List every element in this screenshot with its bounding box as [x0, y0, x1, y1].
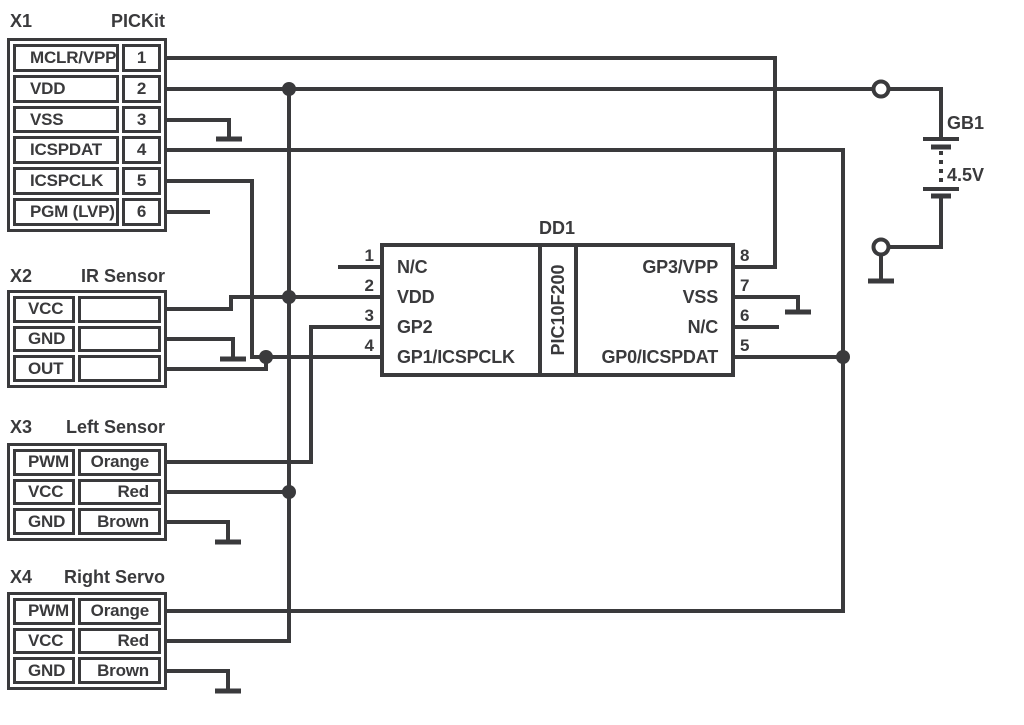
chip-pin-number: 7 — [740, 276, 750, 295]
x1-header: X1 PICKit — [7, 10, 167, 32]
pin-label: VCC — [13, 296, 75, 323]
terminal-circle — [871, 79, 891, 99]
chip-pin-number: 6 — [740, 306, 750, 325]
junction-dot — [836, 350, 850, 364]
connector-row: PWM Orange — [13, 449, 161, 476]
pin-number: 5 — [122, 167, 161, 196]
wire — [164, 87, 291, 643]
pin-number: 6 — [122, 198, 161, 226]
connector-x4: PWM Orange VCC Red GND Brown — [7, 592, 167, 690]
junction-dot — [282, 485, 296, 499]
pin-number: 1 — [122, 44, 161, 72]
junction-dot — [259, 350, 273, 364]
x1-ref: X1 — [10, 11, 33, 31]
x2-header: X2 IR Sensor — [7, 265, 167, 287]
connector-row: OUT — [13, 355, 161, 383]
connector-row: MCLR/VPP 1 — [13, 44, 161, 72]
chip-pin-number: 3 — [364, 306, 374, 325]
x3-title: Left Sensor — [65, 417, 165, 437]
pin-label: VDD — [13, 74, 119, 103]
pin-label: ICSPDAT — [13, 136, 119, 165]
pin-label: GND — [13, 508, 75, 536]
connector-row: ICSPCLK 5 — [13, 167, 161, 196]
pin-label: PWM — [13, 598, 75, 625]
chip-pin-label: GP3/VPP — [642, 257, 718, 277]
pin-value — [78, 355, 161, 383]
connector-row: PGM (LVP) 6 — [13, 198, 161, 226]
wire-color: Brown — [78, 657, 161, 685]
pin-number: 2 — [122, 74, 161, 103]
chip-right-section: GP3/VPP VSS N/C GP0/ICSPDAT — [578, 247, 731, 373]
pin-label: GND — [13, 657, 75, 685]
chip-pin-label: GP2 — [397, 317, 433, 337]
pin-label: VCC — [13, 478, 75, 506]
pin-number: 3 — [122, 105, 161, 134]
battery-ref: GB1 — [947, 113, 985, 133]
junction-dot — [282, 290, 296, 304]
connector-x2: VCC GND OUT — [7, 290, 167, 388]
connector-row: ICSPDAT 4 — [13, 136, 161, 165]
wire-color: Orange — [78, 598, 161, 625]
pin-value — [78, 296, 161, 323]
connector-row: VSS 3 — [13, 105, 161, 134]
pin-label: ICSPCLK — [13, 167, 119, 196]
pin-label: OUT — [13, 355, 75, 383]
wire — [165, 179, 382, 359]
chip-pin-label: VSS — [682, 287, 719, 307]
chip-pin-label: VDD — [397, 287, 435, 307]
pin-number: 4 — [122, 136, 161, 165]
chip-left-section: N/C VDD GP2 GP1/ICSPCLK — [384, 247, 538, 373]
chip-pin-number: 1 — [364, 246, 374, 265]
chip-ref: DD1 — [538, 218, 575, 238]
wire-color: Red — [78, 478, 161, 506]
x2-ref: X2 — [10, 266, 33, 286]
chip-part-band: PIC10F200 — [538, 247, 578, 373]
connector-x1: MCLR/VPP 1 VDD 2 VSS 3 ICSPDAT 4 ICSPCLK… — [7, 38, 167, 232]
connector-row: VCC Red — [13, 478, 161, 506]
chip-pin-label: N/C — [687, 317, 719, 337]
pin-value — [78, 325, 161, 353]
wire — [879, 196, 943, 249]
x2-title: IR Sensor — [80, 266, 165, 286]
connector-row: VCC Red — [13, 627, 161, 655]
connector-row: GND Brown — [13, 508, 161, 536]
connector-row: GND Brown — [13, 657, 161, 685]
junction-dot — [282, 82, 296, 96]
pin-label: MCLR/VPP — [13, 44, 119, 72]
chip-pin-number: 8 — [740, 246, 750, 265]
wire-color: Brown — [78, 508, 161, 536]
chip-pin-label: GP1/ICSPCLK — [397, 347, 515, 367]
terminal-circle — [871, 237, 891, 257]
x4-ref: X4 — [10, 567, 33, 587]
x4-title: Right Servo — [63, 567, 165, 587]
chip-pin-number: 2 — [364, 276, 374, 295]
pin-label: VCC — [13, 627, 75, 655]
chip-part-number: PIC10F200 — [548, 264, 568, 356]
battery-voltage: 4.5V — [947, 165, 985, 185]
pin-label: PWM — [13, 449, 75, 476]
chip-pin-number: 4 — [364, 336, 374, 355]
x1-title: PICKit — [111, 11, 165, 31]
connector-row: GND — [13, 325, 161, 353]
pin-label: PGM (LVP) — [13, 198, 119, 226]
wire — [165, 56, 777, 269]
connector-row: VCC — [13, 296, 161, 323]
connector-row: PWM Orange — [13, 598, 161, 625]
wire — [164, 355, 268, 371]
wire-color: Red — [78, 627, 161, 655]
connector-row: VDD 2 — [13, 74, 161, 103]
x3-header: X3 Left Sensor — [7, 416, 167, 438]
chip-dd1: N/C VDD GP2 GP1/ICSPCLK PIC10F200 GP3/VP… — [380, 243, 735, 377]
connector-x3: PWM Orange VCC Red GND Brown — [7, 443, 167, 541]
chip-pin-number: 5 — [740, 336, 750, 355]
x4-header: X4 Right Servo — [7, 566, 167, 588]
pin-label: VSS — [13, 105, 119, 134]
x3-ref: X3 — [10, 417, 33, 437]
chip-pin-label: N/C — [397, 257, 428, 277]
wire — [165, 87, 943, 141]
wire-color: Orange — [78, 449, 161, 476]
pin-label: GND — [13, 325, 75, 353]
chip-pin-label: GP0/ICSPDAT — [601, 347, 719, 367]
